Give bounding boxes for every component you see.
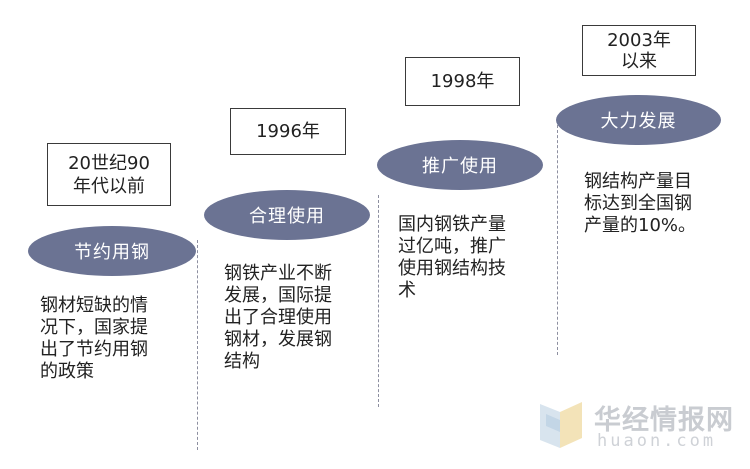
stage-1-desc-line: 出了节约用钢: [40, 339, 148, 360]
stage-4-desc-line: 标达到全国钢: [584, 193, 692, 214]
stage-3-desc-line: 使用钢结构技: [398, 258, 506, 279]
stage-4-desc-line: 钢结构产量目: [584, 171, 692, 192]
stage-1-phase-pill: 节约用钢: [28, 226, 196, 276]
stage-1-description: 钢材短缺的情 况下，国家提 出了节约用钢 的政策: [40, 295, 148, 383]
stage-4-period-line: 以来: [621, 50, 657, 72]
stage-4-phase-pill: 大力发展: [556, 95, 721, 145]
stage-3-period-box: 1998年: [405, 57, 520, 106]
stage-3-desc-line: 术: [398, 280, 416, 301]
stage-4-desc-line: 产量的10%。: [584, 215, 697, 236]
stage-2-description: 钢铁产业不断 发展，国际提 出了合理使用 钢材，发展钢 结构: [224, 263, 332, 373]
stage-1-period-line: 20世纪90: [68, 152, 150, 174]
stage-1-connector: [197, 240, 198, 450]
stage-1-desc-line: 况下，国家提: [40, 317, 148, 338]
stage-4-period-box: 2003年 以来: [582, 25, 696, 76]
stage-2-period-box: 1996年: [230, 108, 346, 155]
watermark-logo-icon: [540, 402, 582, 448]
stage-2-desc-line: 结构: [224, 351, 260, 372]
stage-2-desc-line: 钢材，发展钢: [224, 329, 332, 350]
stage-1-period-line: 年代以前: [73, 175, 145, 197]
stage-3-phase-pill: 推广使用: [377, 140, 543, 190]
stage-2-phase-pill: 合理使用: [204, 190, 370, 240]
stage-2-desc-line: 发展，国际提: [224, 285, 332, 306]
stage-1-period-box: 20世纪90 年代以前: [47, 143, 171, 206]
stage-3-desc-line: 国内钢铁产量: [398, 214, 506, 235]
watermark-url: huaon.com: [597, 431, 717, 451]
stage-2-connector: [378, 195, 379, 407]
stage-3-desc-line: 过亿吨，推广: [398, 236, 506, 257]
stage-1-desc-line: 的政策: [40, 361, 94, 382]
watermark-name: 华经情报网: [594, 405, 734, 436]
stage-2-period-line: 1996年: [256, 121, 320, 142]
stage-3-period-line: 1998年: [430, 71, 495, 92]
stage-4-description: 钢结构产量目 标达到全国钢 产量的10%。: [584, 171, 696, 237]
stage-3-connector: [557, 125, 558, 355]
stage-1-desc-line: 钢材短缺的情: [40, 295, 148, 316]
stage-3-description: 国内钢铁产量 过亿吨，推广 使用钢结构技 术: [398, 214, 506, 302]
stage-2-desc-line: 出了合理使用: [224, 307, 332, 328]
stage-4-period-line: 2003年: [607, 29, 671, 51]
stage-2-desc-line: 钢铁产业不断: [224, 263, 332, 284]
